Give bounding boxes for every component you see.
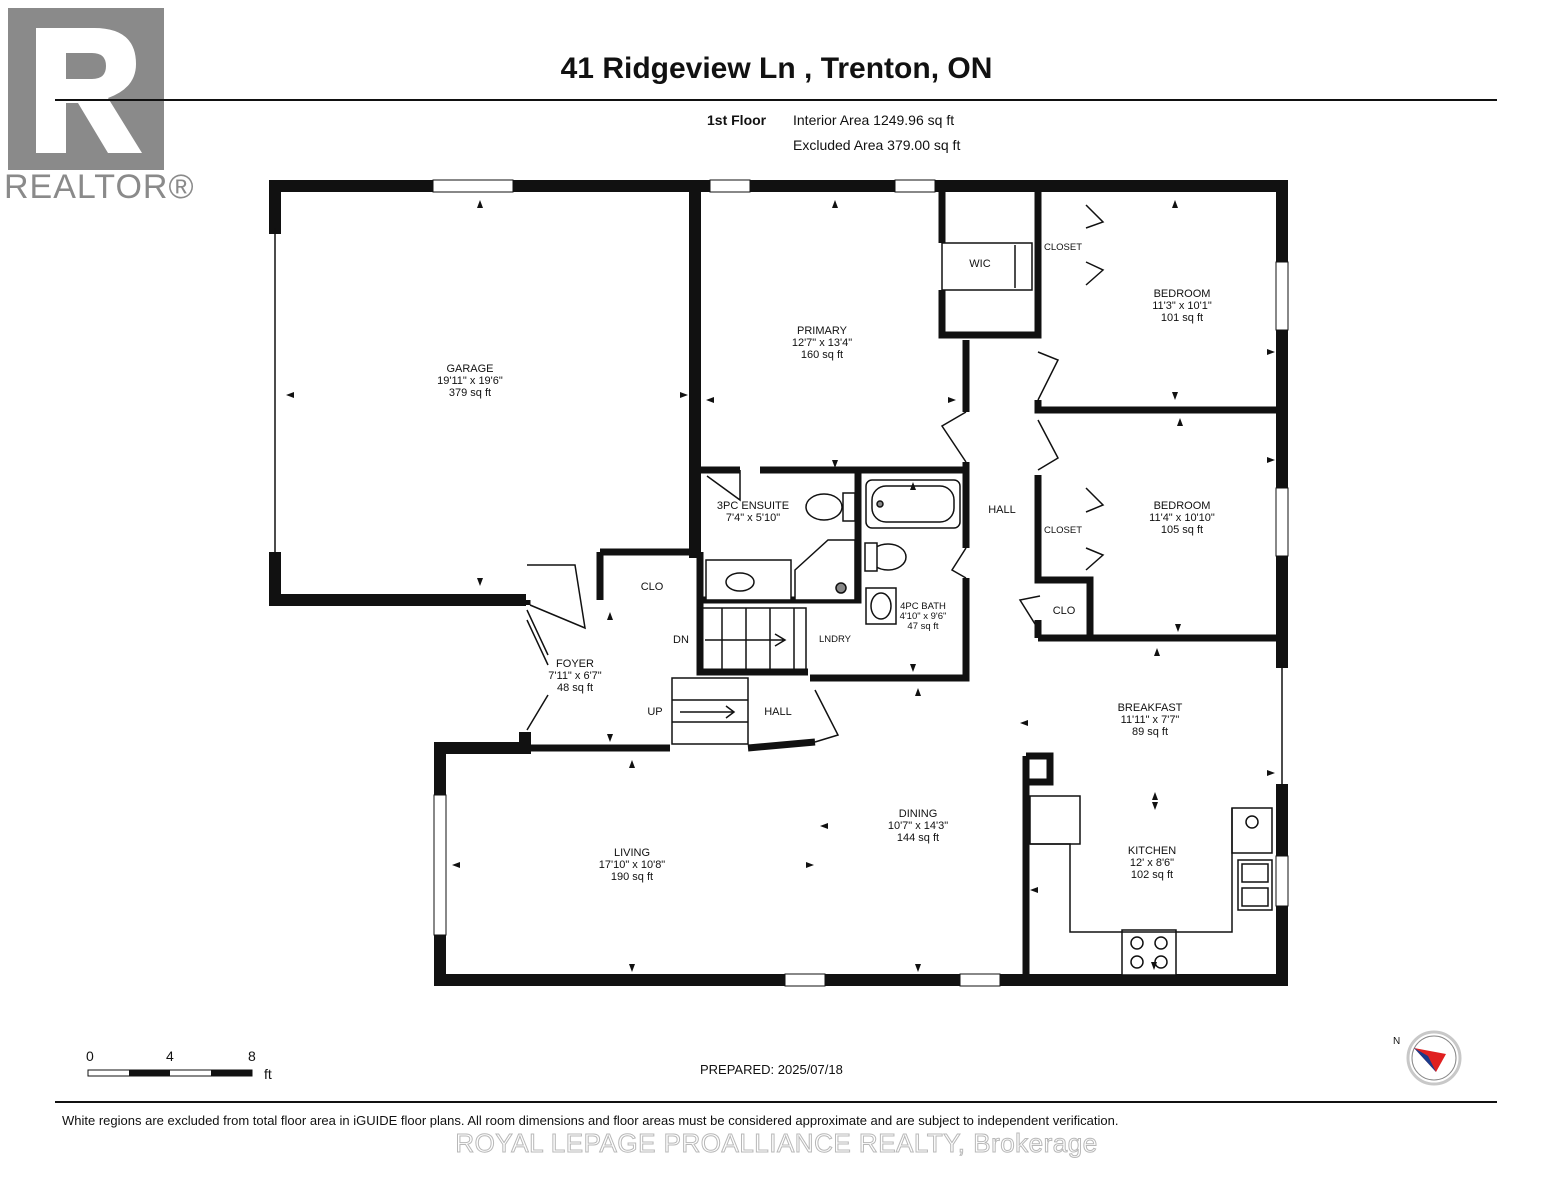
room-bedroom-2: BEDROOM 11'4" x 10'10" 105 sq ft	[1122, 500, 1242, 536]
room-name: 4PC BATH	[900, 601, 946, 612]
room-area: 190 sq ft	[610, 871, 654, 883]
doors	[526, 204, 1105, 743]
room-foyer: FOYER 7'11" x 6'7" 48 sq ft	[535, 658, 615, 694]
room-dims: 11'4" x 10'10"	[1149, 512, 1215, 524]
room-ensuite: 3PC ENSUITE 7'4" x 5'10"	[703, 500, 803, 524]
room-dims: 7'11" x 6'7"	[548, 670, 602, 682]
scale-bar	[87, 1069, 253, 1077]
room-area: 105 sq ft	[1160, 524, 1204, 536]
room-hall-1: HALL	[988, 504, 1016, 516]
scale-unit: ft	[264, 1066, 272, 1082]
room-kitchen: KITCHEN 12' x 8'6" 102 sq ft	[1092, 845, 1212, 881]
room-bedroom-1: BEDROOM 11'3" x 10'1" 101 sq ft	[1122, 288, 1242, 324]
excluded-area: Excluded Area 379.00 sq ft	[793, 137, 961, 153]
room-name: LIVING	[613, 847, 651, 859]
room-dims: 11'3" x 10'1"	[1152, 300, 1212, 312]
room-name: 3PC ENSUITE	[716, 500, 790, 512]
room-breakfast: BREAKFAST 11'11" x 7'7" 89 sq ft	[1090, 702, 1210, 738]
room-clo-1: CLO	[640, 581, 664, 593]
room-name: PRIMARY	[797, 325, 847, 337]
stairs-up-label: UP	[647, 706, 663, 718]
room-dims: 11'11" x 7'7"	[1120, 714, 1180, 726]
room-dims: 12' x 8'6"	[1129, 857, 1175, 869]
scale-tick-4: 4	[166, 1048, 174, 1064]
scale-tick-8: 8	[248, 1048, 256, 1064]
stairs-down-label: DN	[673, 634, 689, 646]
counters	[1030, 808, 1233, 933]
room-area: 89 sq ft	[1131, 726, 1169, 738]
room-hall-2: HALL	[764, 706, 792, 718]
room-area: 160 sq ft	[800, 349, 844, 361]
header-rule	[55, 99, 1497, 101]
fixtures	[705, 479, 1273, 976]
windows	[432, 179, 1289, 987]
room-dims: 10'7" x 14'3"	[887, 820, 949, 832]
interior-area: Interior Area 1249.96 sq ft	[793, 112, 955, 128]
room-4pc-bath: 4PC BATH 4'10" x 9'6" 47 sq ft	[890, 602, 956, 632]
room-living: LIVING 17'10" x 10'8" 190 sq ft	[572, 847, 692, 883]
room-clo-2: CLO	[1052, 605, 1076, 617]
room-closet-1: CLOSET	[1043, 242, 1082, 253]
room-dims: 19'11" x 19'6"	[437, 375, 503, 387]
compass-north-letter: N	[1393, 1036, 1401, 1047]
room-dining: DINING 10'7" x 14'3" 144 sq ft	[858, 808, 978, 844]
room-dims: 4'10" x 9'6"	[899, 611, 947, 622]
room-laundry: LNDRY	[818, 634, 852, 645]
room-area: 101 sq ft	[1160, 312, 1204, 324]
view-arrows	[286, 200, 1275, 972]
room-name: BREAKFAST	[1117, 702, 1183, 714]
room-name: BEDROOM	[1153, 500, 1211, 512]
room-name: BEDROOM	[1153, 288, 1211, 300]
disclaimer-text: White regions are excluded from total fl…	[62, 1113, 1119, 1128]
realtor-logo-text: REALTOR®	[4, 168, 195, 206]
room-garage: GARAGE 19'11" x 19'6" 379 sq ft	[410, 363, 530, 399]
stairs	[671, 607, 807, 745]
room-primary: PRIMARY 12'7" x 13'4" 160 sq ft	[762, 325, 882, 361]
room-name: FOYER	[556, 658, 594, 670]
prepared-date: PREPARED: 2025/07/18	[700, 1062, 843, 1077]
room-area: 47 sq ft	[907, 621, 939, 632]
compass-icon	[1406, 1030, 1462, 1086]
floor-name: 1st Floor	[707, 112, 767, 128]
room-dims: 12'7" x 13'4"	[791, 337, 853, 349]
room-area: 48 sq ft	[556, 682, 594, 694]
realtor-logo-icon	[8, 8, 164, 170]
room-name: DINING	[898, 808, 938, 820]
room-name: KITCHEN	[1127, 845, 1177, 857]
room-wic: WIC	[969, 258, 991, 270]
scale-tick-0: 0	[86, 1048, 94, 1064]
brokerage-watermark: ROYAL LEPAGE PROALLIANCE REALTY, Brokera…	[455, 1128, 1098, 1159]
room-area: 379 sq ft	[448, 387, 492, 399]
room-closet-2: CLOSET	[1043, 525, 1082, 536]
page-title: 41 Ridgeview Ln , Trenton, ON	[560, 52, 993, 85]
room-name: GARAGE	[446, 363, 494, 375]
room-dims: 7'4" x 5'10"	[725, 512, 781, 524]
room-dims: 17'10" x 10'8"	[598, 859, 666, 871]
room-area: 102 sq ft	[1130, 869, 1174, 881]
room-area: 144 sq ft	[896, 832, 940, 844]
